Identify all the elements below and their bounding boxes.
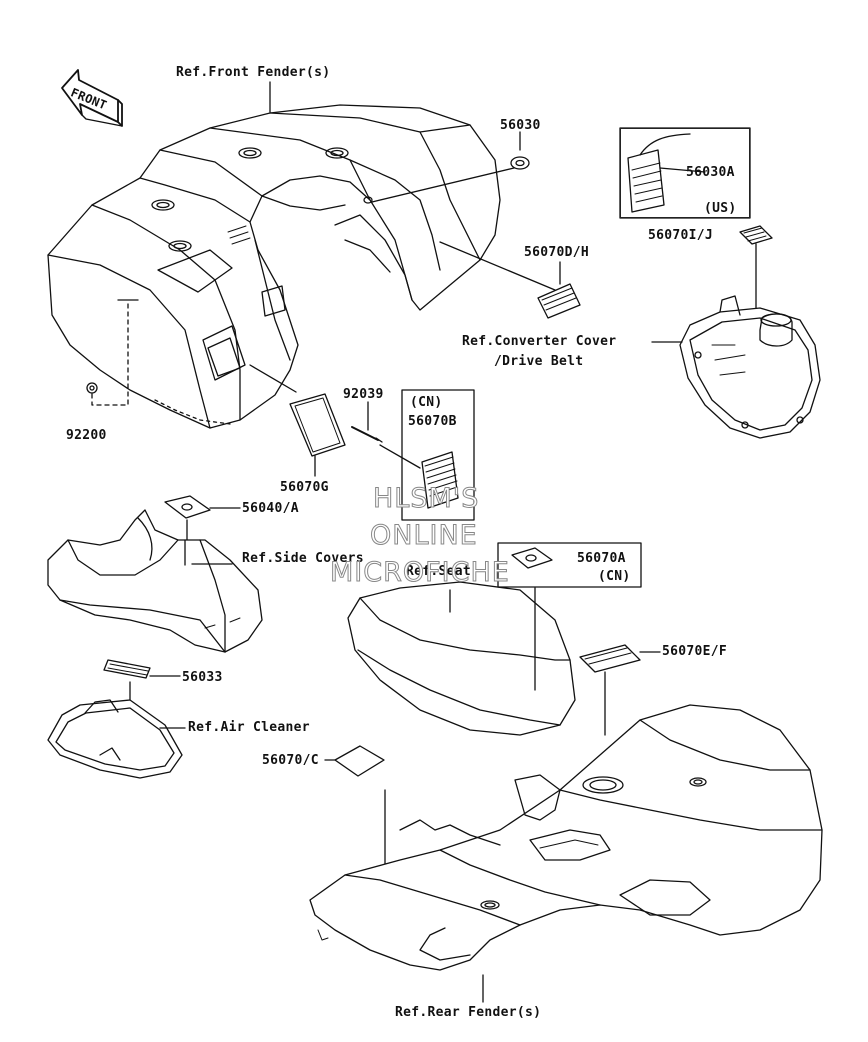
label-56070g: 56070G bbox=[280, 480, 329, 495]
label-56070dh: 56070D/H bbox=[524, 245, 590, 260]
label-56040a: 56040/A bbox=[242, 501, 299, 516]
watermark-line-2: ONLINE bbox=[370, 520, 478, 552]
rear-fender-part bbox=[309, 704, 823, 971]
label-56070c: 56070/C bbox=[262, 753, 319, 768]
label-front-fender: Ref.Front Fender(s) bbox=[176, 65, 331, 80]
watermark-line-1: HLSM'S bbox=[372, 483, 480, 515]
grommet-56030-part bbox=[510, 156, 530, 170]
plate-56040a-part bbox=[164, 495, 211, 519]
label-56070ef: 56070E/F bbox=[662, 644, 728, 659]
watermark-line-3: MICROFICHE bbox=[330, 557, 510, 589]
label-56030: 56030 bbox=[500, 118, 541, 133]
label-56070ij: 56070I/J bbox=[648, 228, 714, 243]
label-converter-cover-1: Ref.Converter Cover bbox=[462, 334, 617, 349]
decal-56070c-part bbox=[334, 745, 385, 777]
label-56070b: 56070B bbox=[408, 414, 457, 429]
label-56030a: 56030A bbox=[686, 165, 735, 180]
label-56070b-part bbox=[421, 451, 459, 509]
label-56033: 56033 bbox=[182, 670, 223, 685]
label-56070dh-part bbox=[537, 283, 581, 319]
converter-cover-part bbox=[679, 295, 821, 439]
label-air-cleaner: Ref.Air Cleaner bbox=[188, 720, 310, 735]
front-arrow-icon bbox=[61, 69, 123, 127]
label-cn-1: (CN) bbox=[410, 395, 443, 410]
air-cleaner-part bbox=[47, 699, 183, 779]
label-56070a: 56070A bbox=[577, 551, 626, 566]
label-converter-cover-2: /Drive Belt bbox=[494, 354, 584, 369]
tag-56030a-part bbox=[627, 133, 706, 213]
screw-92200-part bbox=[86, 382, 98, 394]
label-92039: 92039 bbox=[343, 387, 384, 402]
decal-56070g-part bbox=[289, 393, 346, 457]
label-cn-2: (CN) bbox=[598, 569, 631, 584]
label-56070ef-part bbox=[579, 644, 641, 673]
pin-92039-part bbox=[351, 426, 383, 443]
front-fender-part bbox=[47, 104, 501, 429]
seat-part bbox=[347, 581, 576, 736]
label-56070a-part bbox=[511, 547, 553, 569]
side-cover-part bbox=[47, 509, 263, 653]
label-side-covers: Ref.Side Covers bbox=[242, 551, 364, 566]
label-rear-fender: Ref.Rear Fender(s) bbox=[395, 1005, 542, 1020]
label-56033-part bbox=[103, 659, 151, 679]
label-us: (US) bbox=[704, 201, 737, 216]
label-92200: 92200 bbox=[66, 428, 107, 443]
label-seat: Ref.Seat bbox=[406, 564, 472, 579]
label-56070ij-part bbox=[739, 225, 773, 245]
box-56030a bbox=[620, 128, 750, 218]
